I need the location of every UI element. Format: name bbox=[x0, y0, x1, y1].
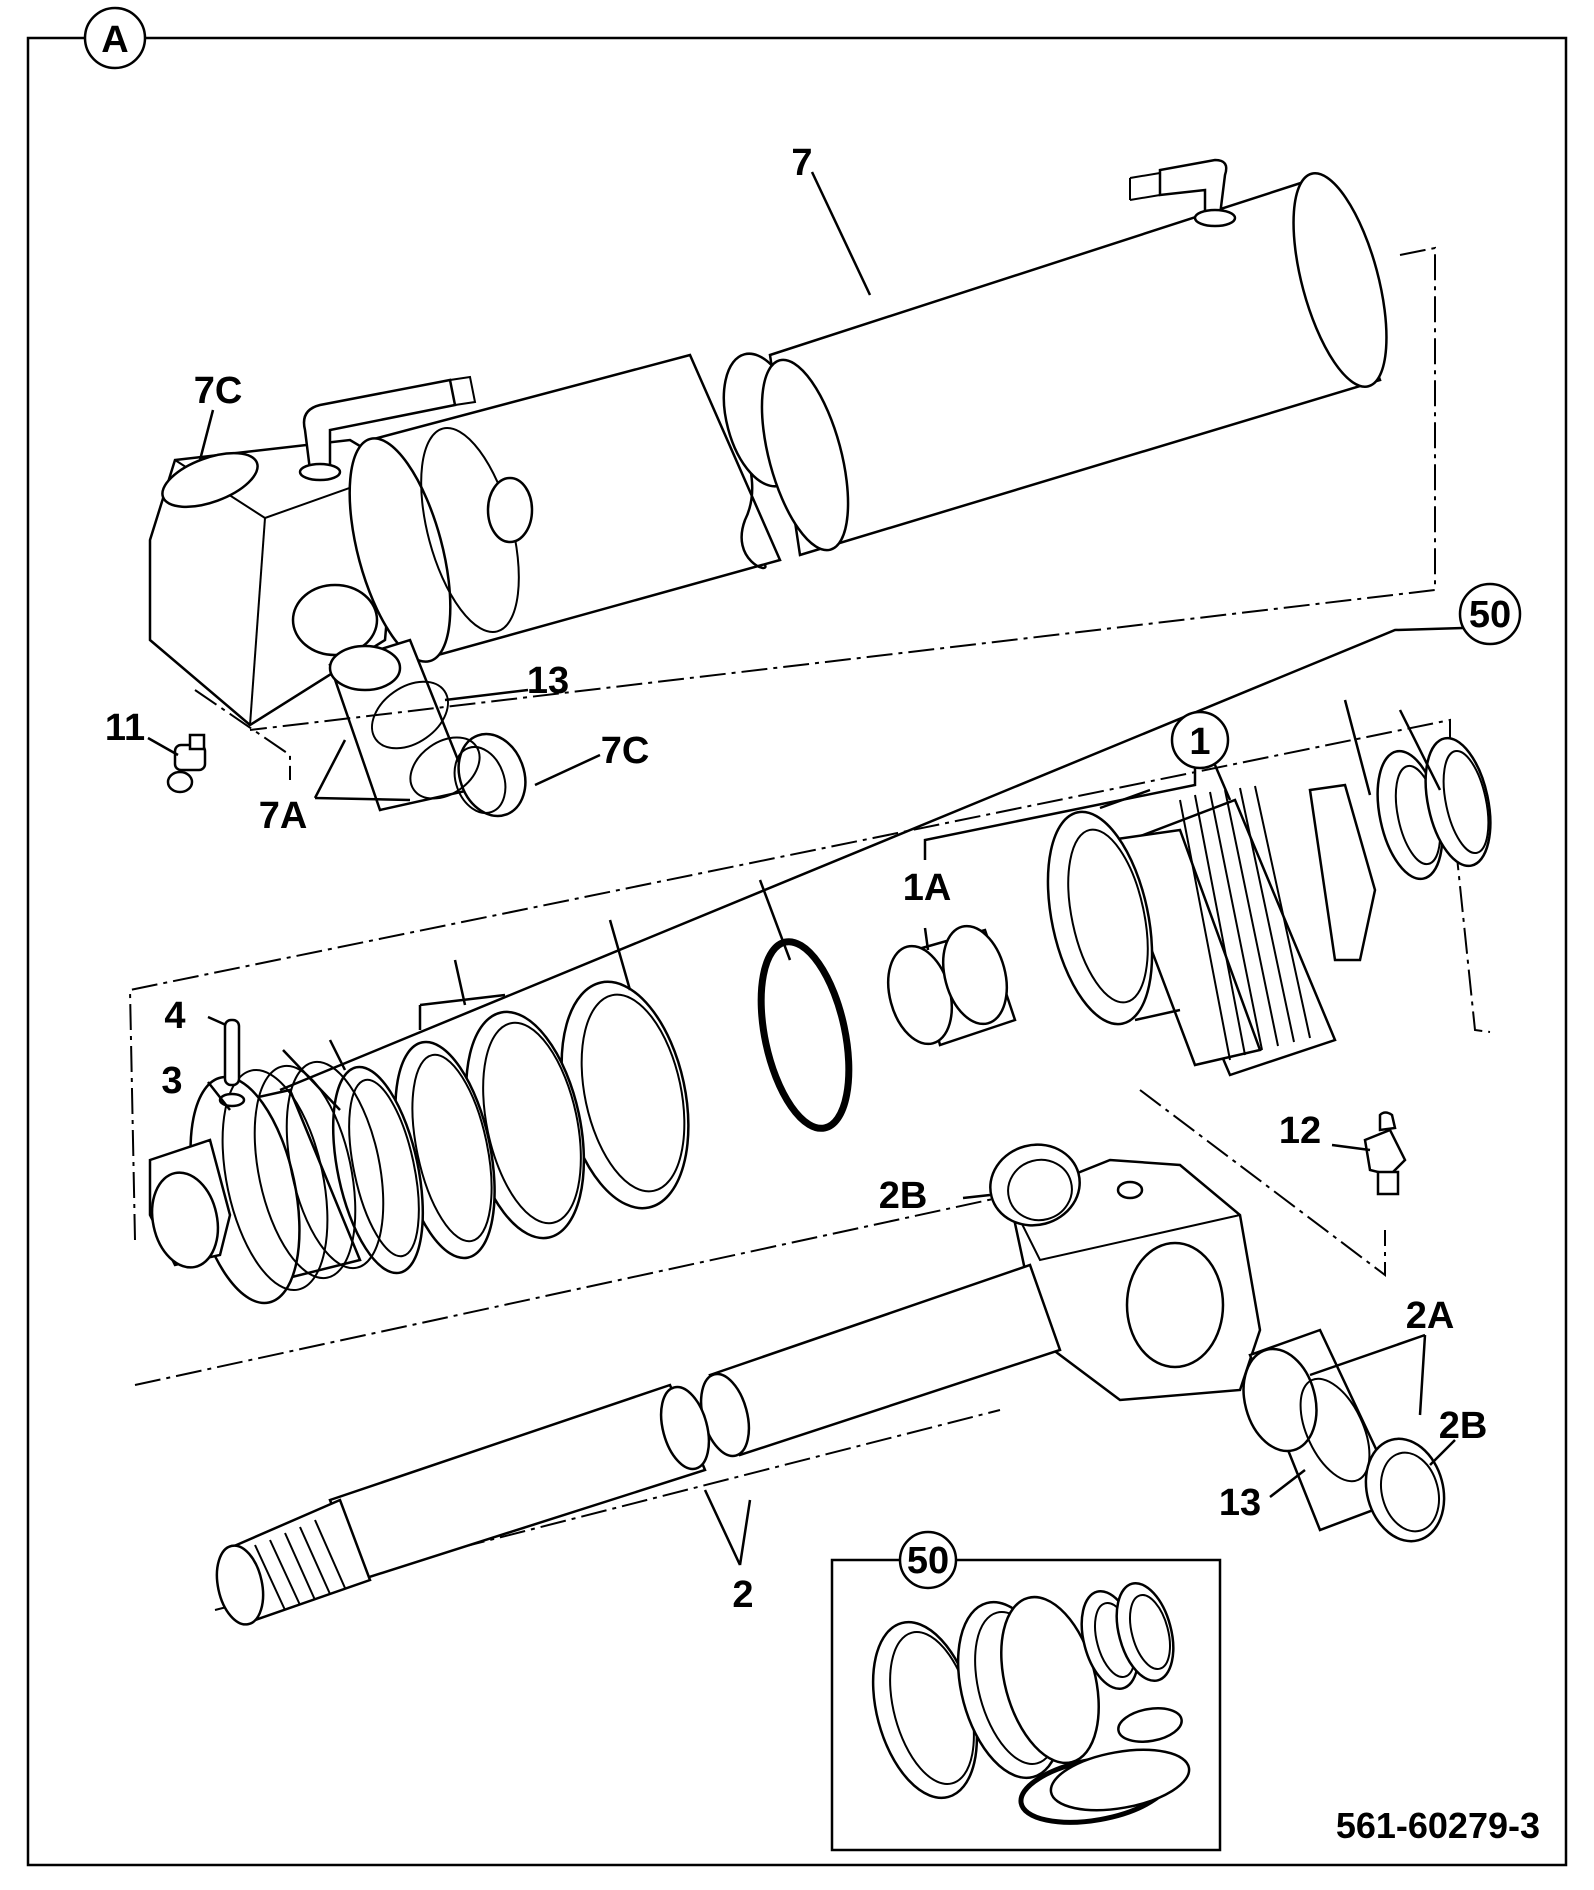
gland-1 bbox=[1046, 736, 1492, 1077]
view-label: A bbox=[101, 19, 128, 61]
callout-50: 50 bbox=[1469, 594, 1511, 636]
callout-2: 2 bbox=[732, 1574, 753, 1616]
callout-circle-50 bbox=[1458, 582, 1522, 646]
grease-nipple-12 bbox=[1363, 1111, 1407, 1196]
callout-11: 11 bbox=[105, 707, 145, 749]
view-marker-circle bbox=[83, 6, 147, 70]
callout-7a: 7A bbox=[259, 795, 308, 837]
callout-1: 1 bbox=[1189, 721, 1210, 763]
callout-circle-1 bbox=[1170, 710, 1230, 770]
cylinder-barrel bbox=[148, 158, 1388, 818]
callout-2a: 2A bbox=[1406, 1295, 1455, 1337]
drawing-number: 561-60279-3 bbox=[1336, 1805, 1540, 1846]
callout-50-kit: 50 bbox=[907, 1540, 949, 1582]
callouts: 7 7C 13 7C 11 7A 50 1 1A 4 3 12 2B 2A 2B… bbox=[105, 142, 1511, 1616]
callout-13-top: 13 bbox=[527, 660, 569, 702]
bush-1a bbox=[887, 924, 1017, 1047]
callout-2b-left: 2B bbox=[879, 1175, 928, 1217]
callout-7: 7 bbox=[791, 142, 812, 184]
callout-13-bottom: 13 bbox=[1219, 1482, 1261, 1524]
callout-4: 4 bbox=[164, 995, 185, 1037]
piston-seals bbox=[331, 980, 690, 1275]
callout-1a: 1A bbox=[903, 867, 952, 909]
callout-circle-50-kit bbox=[898, 1530, 958, 1590]
callout-7c-top: 7C bbox=[194, 370, 243, 412]
callout-12: 12 bbox=[1279, 1110, 1321, 1152]
grease-nipple-11 bbox=[166, 733, 207, 794]
callout-2b-right: 2B bbox=[1439, 1405, 1488, 1447]
piston-rod-2 bbox=[215, 1143, 1446, 1626]
piston-3 bbox=[148, 1018, 385, 1305]
leader-lines bbox=[147, 171, 1464, 1566]
o-ring bbox=[757, 938, 853, 1132]
seal-kit-box bbox=[830, 1530, 1222, 1852]
diagram-frame: A bbox=[26, 6, 1568, 1867]
callout-7c-right: 7C bbox=[601, 730, 650, 772]
callout-3: 3 bbox=[161, 1060, 182, 1102]
